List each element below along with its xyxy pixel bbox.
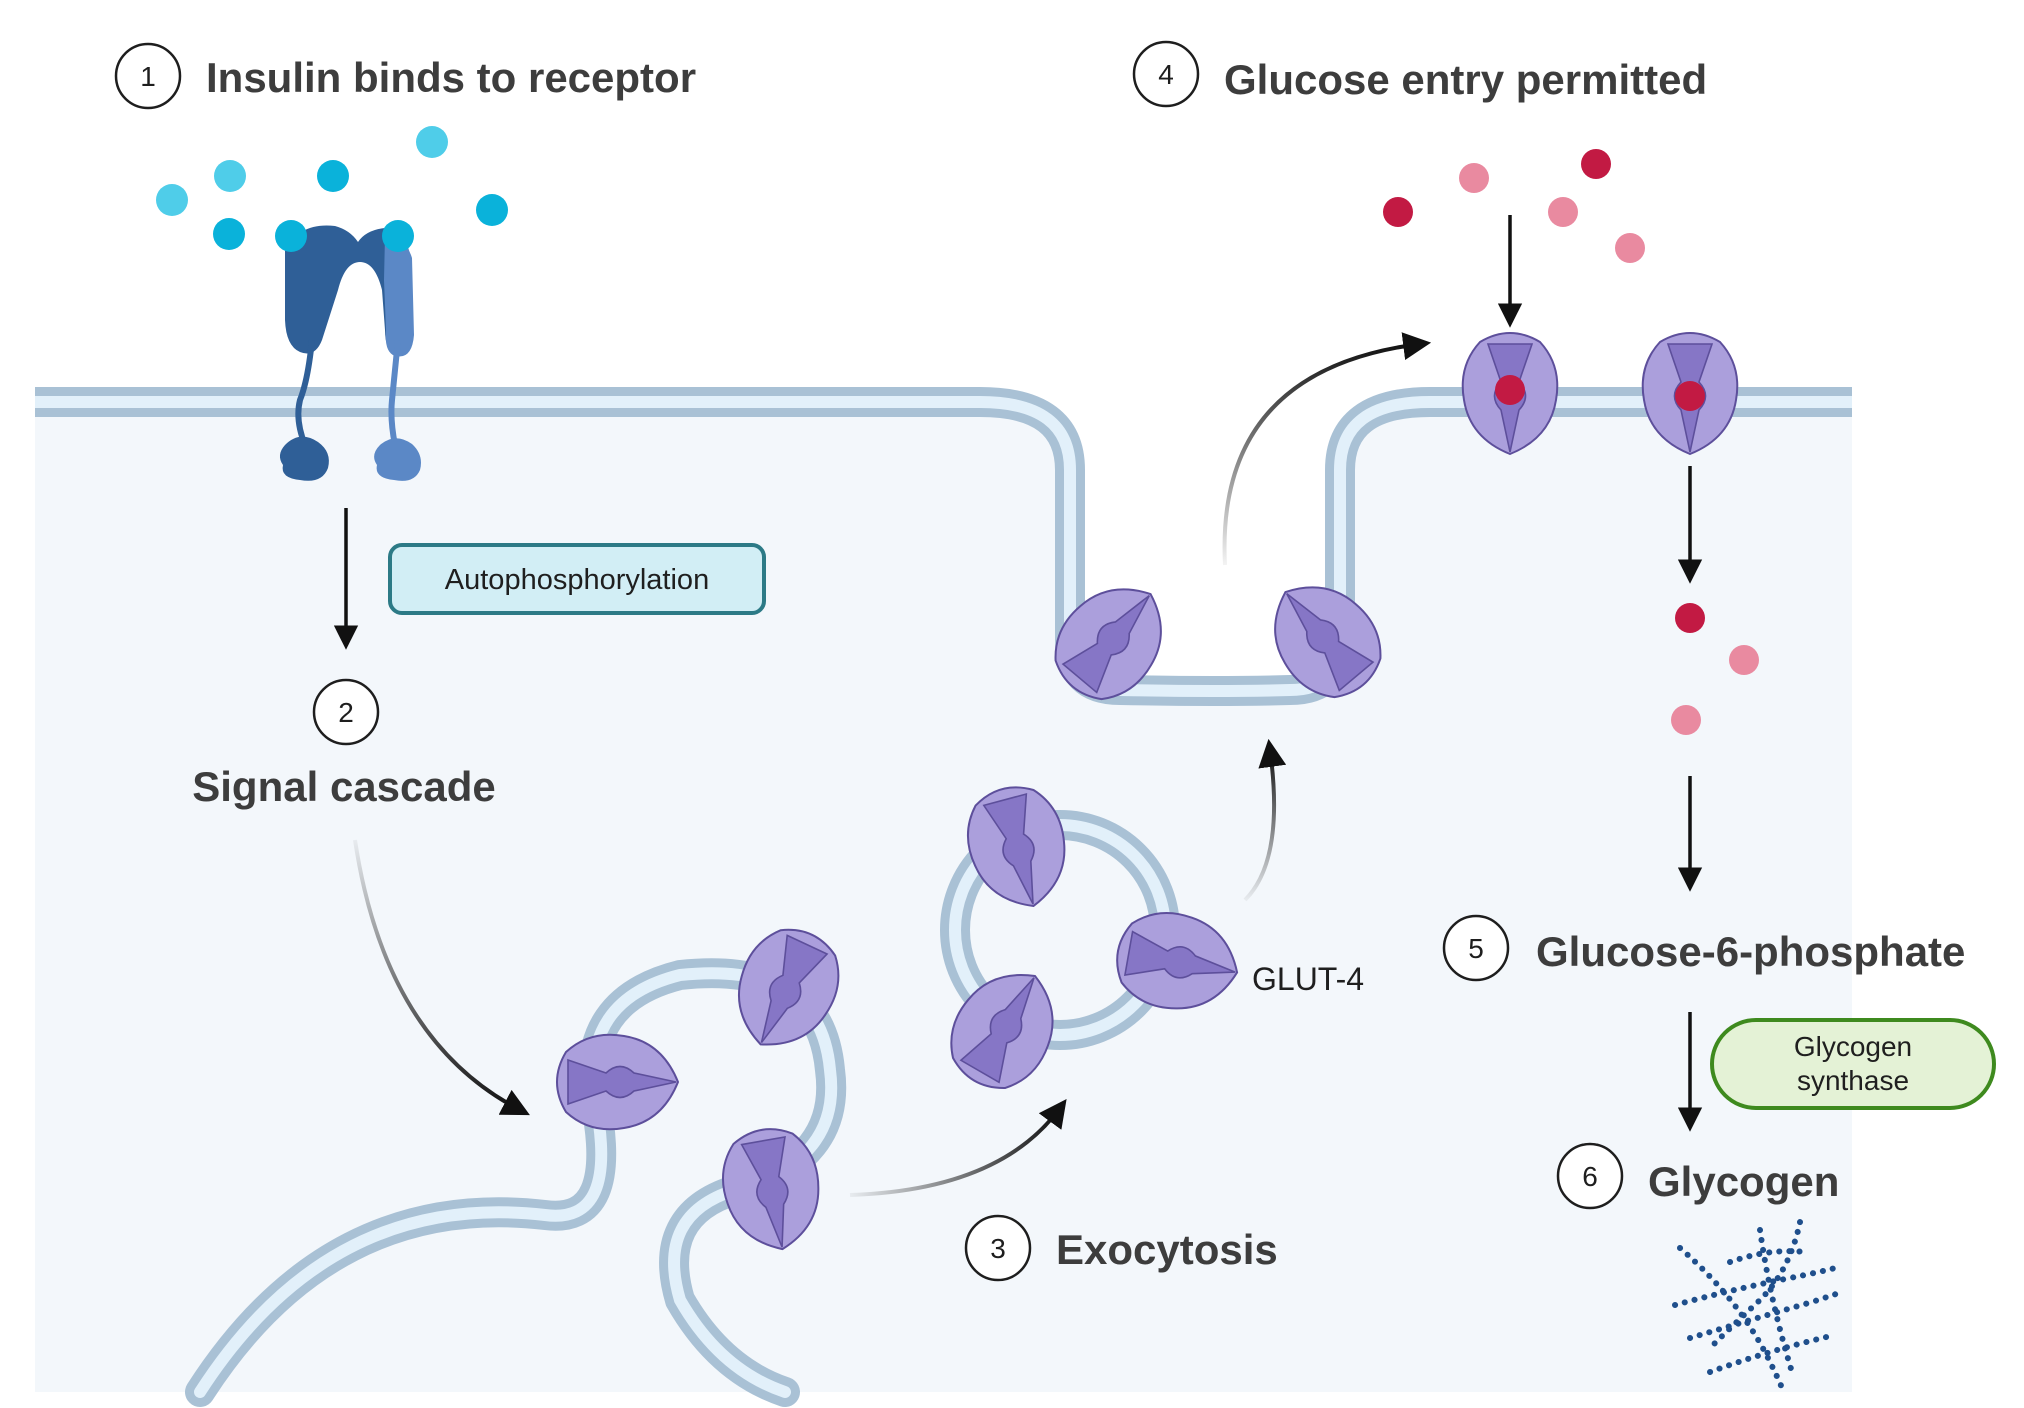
arrow-vesicle-to-membrane [1243,738,1287,902]
step-1-title: Insulin binds to receptor [206,54,696,101]
insulin-molecules [156,126,508,250]
intracellular-glucose [1671,603,1759,735]
step-2-title: Signal cascade [192,763,496,810]
autophosphorylation-label: Autophosphorylation [445,564,709,596]
step-5-number: 5 [1468,933,1484,964]
arrow-cascade-to-endosome [353,839,530,1116]
plasma-membrane [35,387,1852,706]
step-5-title: Glucose-6-phosphate [1536,928,1965,975]
glycogen-synthase-line-2: synthase [1797,1065,1909,1096]
arrow-pocket-to-surface [1222,332,1432,566]
step-6-number: 6 [1582,1161,1598,1192]
insulin-receptor [275,220,421,481]
step-4-number: 4 [1158,59,1174,90]
step-6-title: Glycogen [1648,1158,1839,1205]
glycogen-polymer [1672,1219,1845,1391]
step-4-number-badge [1132,40,1200,108]
glut4-text: GLUT-4 [1252,961,1364,997]
cell-body [35,402,1852,1392]
step-2-number-badge [312,678,380,746]
arrow-endosome-to-vesicle [849,1098,1067,1197]
surface-glut4-transporters [1461,332,1739,455]
step-4-title: Glucose entry permitted [1224,56,1707,103]
step-3-number-badge [964,1214,1032,1282]
autophosphorylation-tag: Autophosphorylation [388,543,766,615]
step-6-label: 6 Glycogen [1556,1142,1839,1210]
step-3-label: 3 Exocytosis [964,1214,1278,1282]
step-6-number-badge [1556,1142,1624,1210]
step-2-label: 2 Signal cascade [192,678,496,810]
extracellular-glucose [1383,149,1645,263]
budding-endosome [185,958,847,1407]
step-1-label: 1 Insulin binds to receptor [114,42,696,110]
step-1-number-badge [114,42,182,110]
step-5-number-badge [1442,914,1510,982]
step-5-label: 5 Glucose-6-phosphate [1442,914,1965,982]
step-4-label: 4 Glucose entry permitted [1132,40,1707,108]
glycogen-synthase-tag: Glycogen synthase [1710,1018,1996,1110]
glut4-label: GLUT-4 [1252,961,1364,997]
step-1-number: 1 [140,61,156,92]
step-2-number: 2 [338,697,354,728]
step-3-title: Exocytosis [1056,1226,1278,1273]
step-3-number: 3 [990,1233,1006,1264]
glycogen-synthase-line-1: Glycogen [1794,1031,1912,1062]
